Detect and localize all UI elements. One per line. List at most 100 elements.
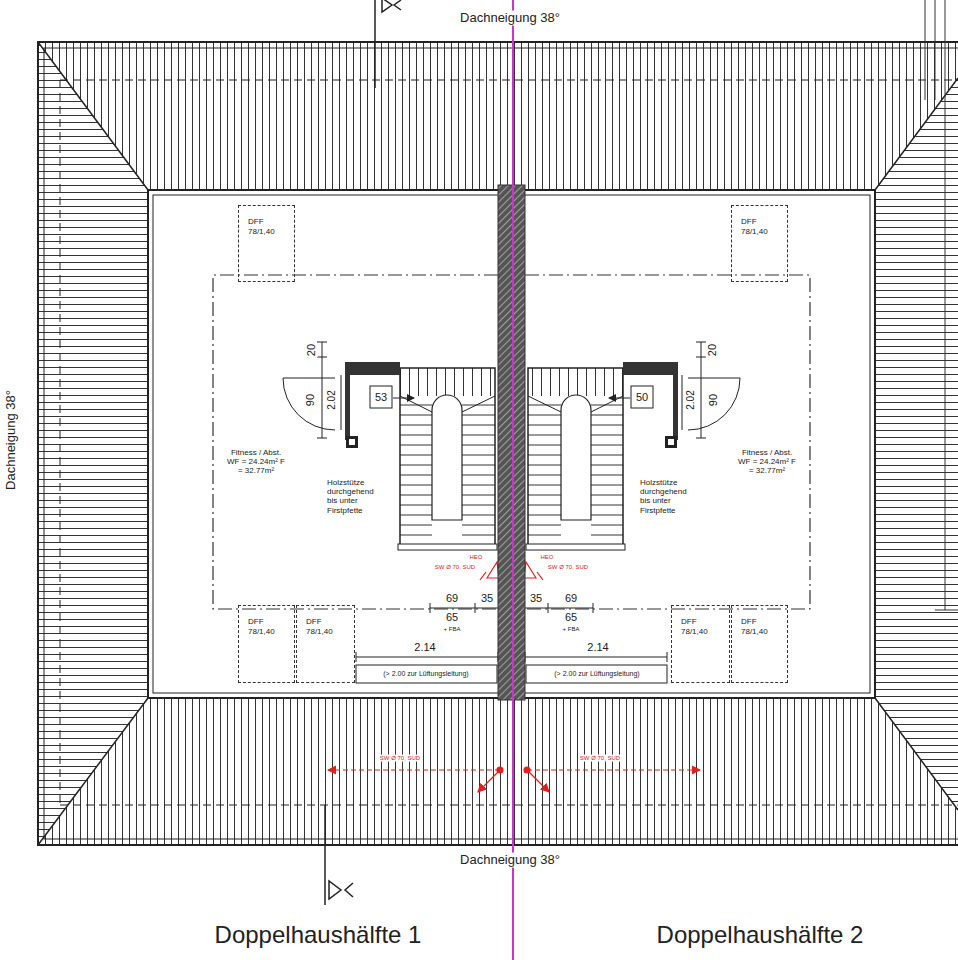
axis-line	[513, 0, 514, 960]
neighbour-edge	[935, 610, 958, 611]
axis-line	[512, 0, 514, 960]
unit-title: Doppelhaushälfte 2	[656, 921, 865, 949]
party-wall	[498, 185, 525, 700]
dimension: 69	[564, 592, 578, 605]
dimension: 90	[707, 393, 720, 407]
skylight-box: DFF78/1,40	[731, 205, 788, 282]
skylight-box: DFF78/1,40	[731, 605, 788, 683]
dimension: 69	[445, 592, 459, 605]
roof-hatching	[38, 42, 148, 845]
unit-layout	[430, 608, 498, 609]
roof-outline	[38, 42, 148, 190]
unit-layout	[398, 544, 497, 550]
roof-outline	[38, 42, 958, 845]
unit-layout	[345, 362, 400, 440]
unit-layout	[317, 342, 327, 343]
roof-outline	[60, 80, 61, 805]
dimension-note: (> 2.00 zur Lüftungsleitung)	[382, 670, 469, 678]
vent-line	[524, 767, 530, 773]
unit-layout	[400, 396, 432, 548]
unit-layout	[432, 395, 462, 520]
room-info: Fitness / Abst. WF = 24.24m² F = 32.77m²	[736, 448, 798, 476]
roof-outline	[60, 805, 958, 806]
window-type: DFF	[741, 217, 787, 227]
section-marker	[394, 0, 401, 10]
dimension: 53	[374, 391, 388, 404]
window-type: DFF	[248, 217, 294, 227]
unit-layout	[356, 665, 497, 683]
skylight-box: DFF78/1,40	[238, 605, 295, 683]
window-type: DFF	[306, 617, 354, 627]
vent-label: HEO	[468, 554, 483, 561]
unit-layout	[400, 368, 495, 548]
section-marker	[329, 881, 341, 899]
room-info: Fitness / Abst. WF = 24.24m² F = 32.77m²	[225, 448, 287, 476]
roof-outline	[38, 698, 148, 845]
window-size: 78/1,40	[306, 627, 354, 637]
dimension: 2.14	[413, 641, 436, 654]
dimension: 2.02	[685, 389, 697, 410]
window-type: DFF	[741, 617, 787, 627]
unit-layout	[356, 657, 498, 658]
dimension-note: + FBA	[562, 626, 581, 633]
dimension: 20	[305, 343, 318, 357]
window-size: 78/1,40	[681, 627, 729, 637]
unit-layout	[317, 438, 327, 439]
roof-pitch: Dachneigung 38°	[459, 11, 561, 26]
section-marker	[324, 805, 326, 905]
unit-layout	[393, 398, 414, 399]
unit-layout	[213, 275, 499, 683]
vent-label: SW Ø 70, SUD	[579, 755, 621, 762]
section-marker	[345, 883, 353, 897]
unit-layout	[400, 368, 495, 396]
window-size: 78/1,40	[741, 627, 787, 637]
unit-layout	[462, 396, 495, 548]
roof-outline	[44, 48, 958, 839]
roof-outline	[875, 698, 958, 810]
roof-hatching	[38, 42, 958, 845]
section-marker	[382, 0, 392, 12]
vent-line	[328, 769, 500, 770]
unit-layout	[317, 357, 327, 358]
unit-layout	[349, 439, 355, 445]
unit-layout	[213, 275, 498, 609]
unit-layout	[341, 375, 342, 430]
dimension: 35	[529, 592, 543, 605]
dimension: 2.14	[586, 641, 609, 654]
roof-hatching	[38, 698, 958, 845]
window-type: DFF	[248, 617, 294, 627]
neighbour-edge	[935, 0, 936, 100]
window-size: 78/1,40	[248, 627, 294, 637]
unit-layout	[480, 572, 486, 580]
column-note: Holzstütze durchgehend bis unter Firstpf…	[326, 478, 386, 515]
vent-label: SW Ø 70, SUD	[547, 564, 589, 571]
dimension: 35	[480, 592, 494, 605]
vent-line	[527, 769, 700, 770]
skylight-box: DFF78/1,40	[296, 605, 355, 683]
skylight-box: DFF78/1,40	[671, 605, 730, 683]
unit-layout	[462, 396, 495, 412]
unit-layout	[346, 436, 358, 448]
section-marker	[374, 0, 376, 88]
vent-line	[527, 770, 549, 792]
neighbour-edge	[925, 0, 958, 610]
window-size: 78/1,40	[741, 227, 787, 237]
dimension: 65	[445, 611, 459, 624]
roof-pitch: Dachneigung 38°	[459, 853, 561, 868]
unit-layout	[322, 342, 323, 438]
roof-pitch: Dachneigung 38°	[4, 389, 19, 491]
window-size: 78/1,40	[248, 227, 294, 237]
dimension: 65	[564, 611, 578, 624]
dimension-note: (> 2.00 zur Lüftungsleitung)	[553, 670, 640, 678]
dimension: 90	[304, 393, 317, 407]
section-marker	[325, 0, 401, 905]
vent-label: SW Ø 70, SUD	[434, 564, 476, 571]
roof-hatching	[38, 42, 958, 190]
neighbour-edge	[945, 0, 946, 610]
unit-layout	[475, 603, 476, 613]
dimension: 2.02	[326, 389, 338, 410]
dimension: 50	[635, 391, 649, 404]
neighbour-edge	[925, 0, 926, 100]
